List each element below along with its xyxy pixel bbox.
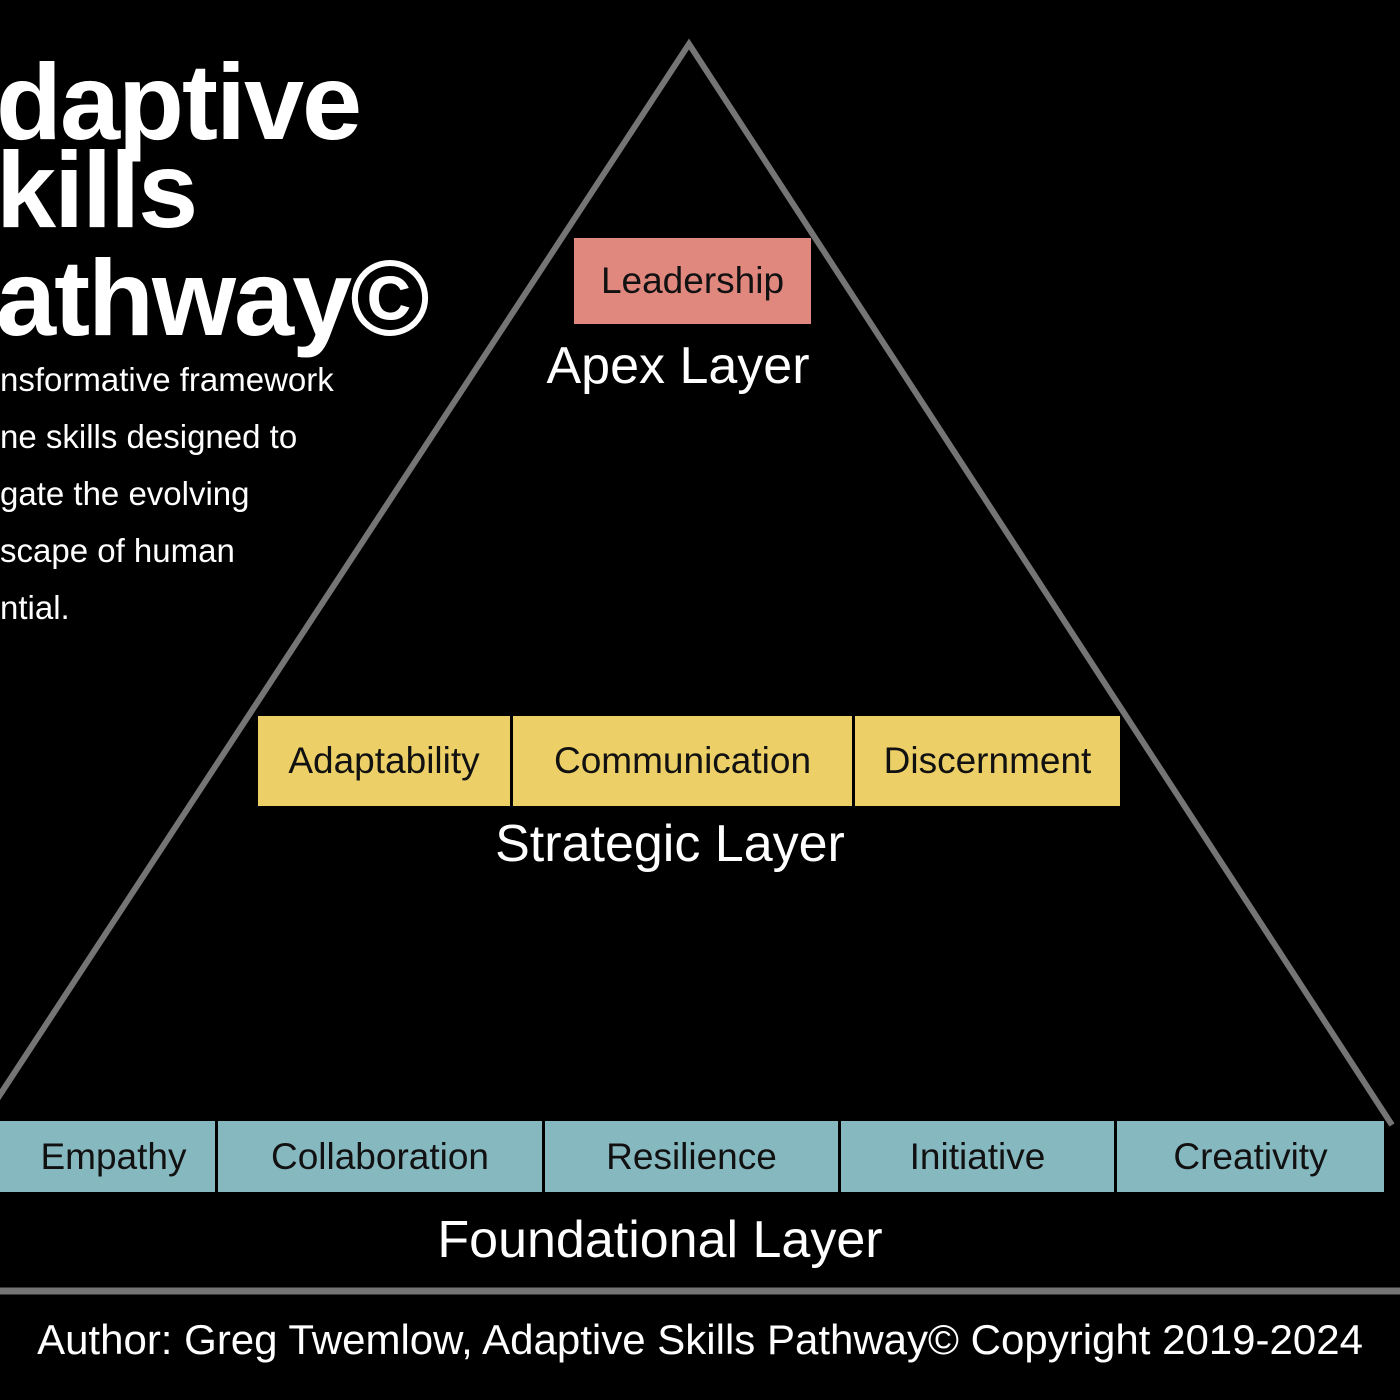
strategic-layer-label: Strategic Layer (495, 815, 845, 873)
skill-label: Resilience (606, 1135, 777, 1177)
skill-box-empathy: Empathy (0, 1121, 215, 1192)
foundational-layer-label: Foundational Layer (437, 1211, 883, 1269)
skill-label: Leadership (600, 260, 785, 301)
description-line: ntial. (0, 589, 70, 626)
title-line: daptive (0, 41, 362, 162)
skill-label: Discernment (883, 740, 1092, 781)
description-line: ne skills designed to (0, 418, 298, 455)
skill-label: Collaboration (270, 1135, 490, 1177)
skill-label: Empathy (40, 1135, 187, 1177)
description-line: nsformative framework (0, 361, 334, 398)
skill-label: Adaptability (288, 740, 480, 781)
skill-label: Creativity (1173, 1135, 1328, 1177)
description-line: scape of human (0, 532, 235, 569)
skill-box-collaboration: Collaboration (218, 1121, 542, 1192)
description-line: gate the evolving (0, 475, 250, 512)
title-line: kills (0, 129, 198, 250)
skill-box-discernment: Discernment (855, 716, 1120, 806)
skill-label: Communication (553, 740, 812, 781)
skill-box-adaptability: Adaptability (258, 716, 510, 806)
title-line: athway© (0, 237, 430, 358)
skill-box-communication: Communication (513, 716, 852, 806)
pyramid-outline (0, 38, 1395, 1127)
skill-label: Initiative (909, 1135, 1046, 1177)
skill-box-creativity: Creativity (1117, 1121, 1384, 1192)
skill-box-leadership: Leadership (574, 238, 811, 324)
footer-credit: Author: Greg Twemlow, Adaptive Skills Pa… (37, 1316, 1363, 1363)
skill-box-resilience: Resilience (545, 1121, 838, 1192)
skill-box-initiative: Initiative (841, 1121, 1114, 1192)
apex-layer-label: Apex Layer (546, 337, 810, 395)
